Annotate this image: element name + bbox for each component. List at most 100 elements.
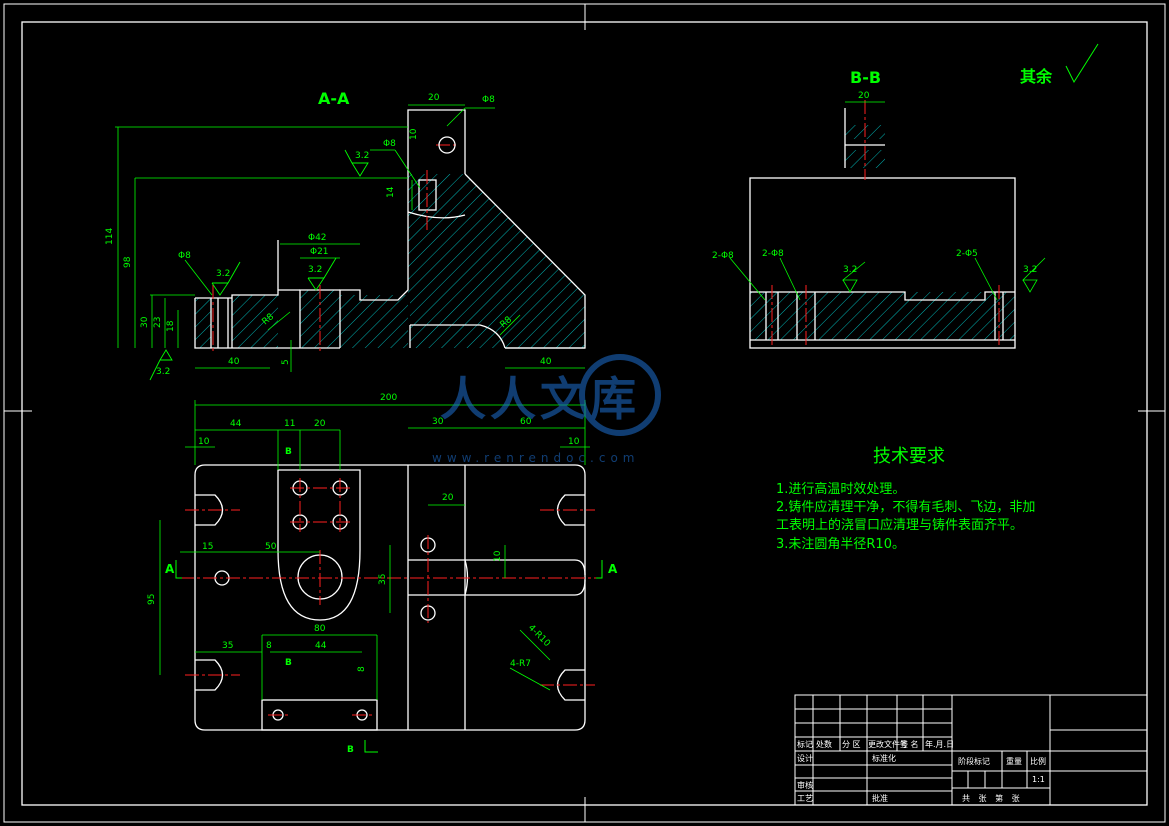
plan-dim-60: 60 [520,417,532,427]
tb-scale: 比例 [1030,756,1046,766]
watermark-logo-icon [579,354,661,436]
section-aa-outline [194,109,586,349]
roughness-note-label: 其余 [1020,67,1053,86]
title-block-grid [794,694,1148,806]
dim-slot-depth: 14 [386,186,396,198]
dim-top-width: 20 [428,93,440,103]
plan-dim-80: 80 [314,624,326,634]
plan-dim-11: 11 [284,419,295,429]
tb-standard: 标准化 [872,753,896,763]
tb-sheets: 共 张 第 张 [962,793,1023,803]
section-label-b-top: B [285,447,292,457]
dim-total-height: 114 [105,228,115,245]
section-bb-title: B-B [850,68,881,87]
plan-dim-r7: 4-R7 [510,659,531,669]
watermark-text: 人人文库 [440,372,640,426]
section-aa-hatch [195,174,585,348]
section-aa-centerlines [212,144,458,352]
section-aa-roughness-symbols [149,149,369,381]
plan-view: 200 44 11 20 10 30 60 10 20 15 50 95 35 … [147,393,618,755]
plan-holes [214,480,436,721]
plan-dim-10a: 10 [198,437,210,447]
section-label-a-right: A [608,562,618,576]
dim-mid-height: 98 [123,256,133,268]
plan-dim-8a: 8 [266,641,272,651]
bb-roughness-2: 3.2 [1023,265,1037,275]
plan-dim-35: 35 [378,574,388,585]
section-bb-outline [749,108,1016,349]
tb-header-count: 处数 [816,739,832,749]
tech-req-item-2: 2.铸件应清理干净，不得有毛刺、飞边，非加 [776,499,1035,515]
dim-base-h3: 18 [166,320,176,332]
plan-dim-8b: 8 [357,666,367,672]
tech-req-title: 技术要求 [873,446,945,467]
section-aa-dim-text: 20 Φ8 10 Φ8 14 Φ42 Φ21 114 98 30 23 18 Φ… [105,93,552,377]
tb-header-sign: 签 名 [900,739,919,749]
watermark: 人人文库 www.renrendoc.com [432,354,661,465]
roughness-check-icon [1065,43,1099,84]
tech-requirements: 技术要求 1.进行高温时效处理。 2.铸件应清理干净，不得有毛刺、飞边，非加 工… [776,446,1035,552]
plan-dim-lines [159,400,590,700]
roughness-aa-1: 3.2 [355,151,369,161]
plan-dim-r10: 4-R10 [526,623,552,649]
tb-header-docno: 更改文件号 [868,739,908,749]
section-bb-dim-text: 20 2-Φ8 2-Φ8 2-Φ5 3.2 3.2 [712,91,1037,275]
title-block: 标记 处数 分 区 更改文件号 签 名 年.月.日 设计 标准化 审核 工艺 批… [794,694,1148,806]
roughness-aa-3: 3.2 [308,265,322,275]
bb-dim-holes2: 2-Φ8 [762,249,784,259]
section-label-b-mid: B [285,658,292,668]
plan-dim-20b: 20 [442,493,454,503]
dim-base-h1: 30 [140,316,150,328]
tb-review: 审核 [797,780,813,790]
plan-dim-10b: 10 [568,437,580,447]
section-aa-title: A-A [318,89,350,108]
dim-right-len: 40 [540,357,552,367]
plan-dim-50: 50 [265,542,277,552]
plan-dim-35b: 35 [222,641,233,651]
dim-slot-dia: Φ8 [383,139,396,149]
plan-dim-30: 30 [432,417,444,427]
plan-dim-text: 200 44 11 20 10 30 60 10 20 15 50 95 35 … [147,393,580,672]
dim-left-hole: Φ8 [178,251,191,261]
dim-left-len: 40 [228,357,240,367]
tb-header-mark: 标记 [797,739,813,749]
title-block-text: 标记 处数 分 区 更改文件号 签 名 年.月.日 设计 标准化 审核 工艺 批… [797,739,1046,803]
dim-hole-dia: Φ8 [482,95,495,105]
section-bb-centerlines [771,100,1000,345]
dim-counterbore-outer: Φ42 [308,233,327,243]
tb-approve: 批准 [872,793,888,803]
dim-counterbore-inner: Φ21 [310,247,329,257]
tb-header-zone: 分 区 [842,740,861,749]
dim-hole-offset: 10 [409,128,419,140]
plan-dim-44: 44 [230,419,242,429]
tech-req-item-1: 1.进行高温时效处理。 [776,481,905,497]
dim-chamfer: 5 [281,359,291,365]
plan-dim-20: 20 [314,419,326,429]
section-aa-dim-lines [115,104,585,372]
plan-section-labels: A A B B B [165,447,618,755]
roughness-aa-4: 3.2 [156,367,170,377]
plan-dim-44b: 44 [315,641,327,651]
aa-top-hole [438,136,456,154]
tb-stage-mark: 阶段标记 [958,756,990,766]
section-bb-dim-lines [729,101,1046,301]
watermark-url: www.renrendoc.com [432,451,639,465]
roughness-note: 其余 [1020,43,1099,86]
tb-scale-value: 1:1 [1032,775,1045,784]
tech-req-item-3: 工表明上的浇冒口应清理与铸件表面齐平。 [776,517,1023,533]
plan-dim-10c: 10 [493,550,503,562]
dim-base-h2: 23 [153,317,163,328]
tb-weight: 重量 [1006,756,1022,766]
roughness-aa-2: 3.2 [216,269,230,279]
section-bb-hatch [750,125,1015,340]
tb-header-date: 年.月.日 [925,739,954,749]
bb-dim-holes1: 2-Φ8 [712,251,734,261]
sheet-frame [3,3,1166,823]
section-aa-view: A-A [105,89,586,381]
section-bb-view: B-B [712,68,1046,349]
bb-dim-holes3: 2-Φ5 [956,249,978,259]
tech-req-item-4: 3.未注圆角半径R10。 [776,537,905,552]
section-label-b-bottom: B [347,745,354,755]
plan-dim-total: 200 [380,393,397,403]
bb-roughness-1: 3.2 [843,265,857,275]
